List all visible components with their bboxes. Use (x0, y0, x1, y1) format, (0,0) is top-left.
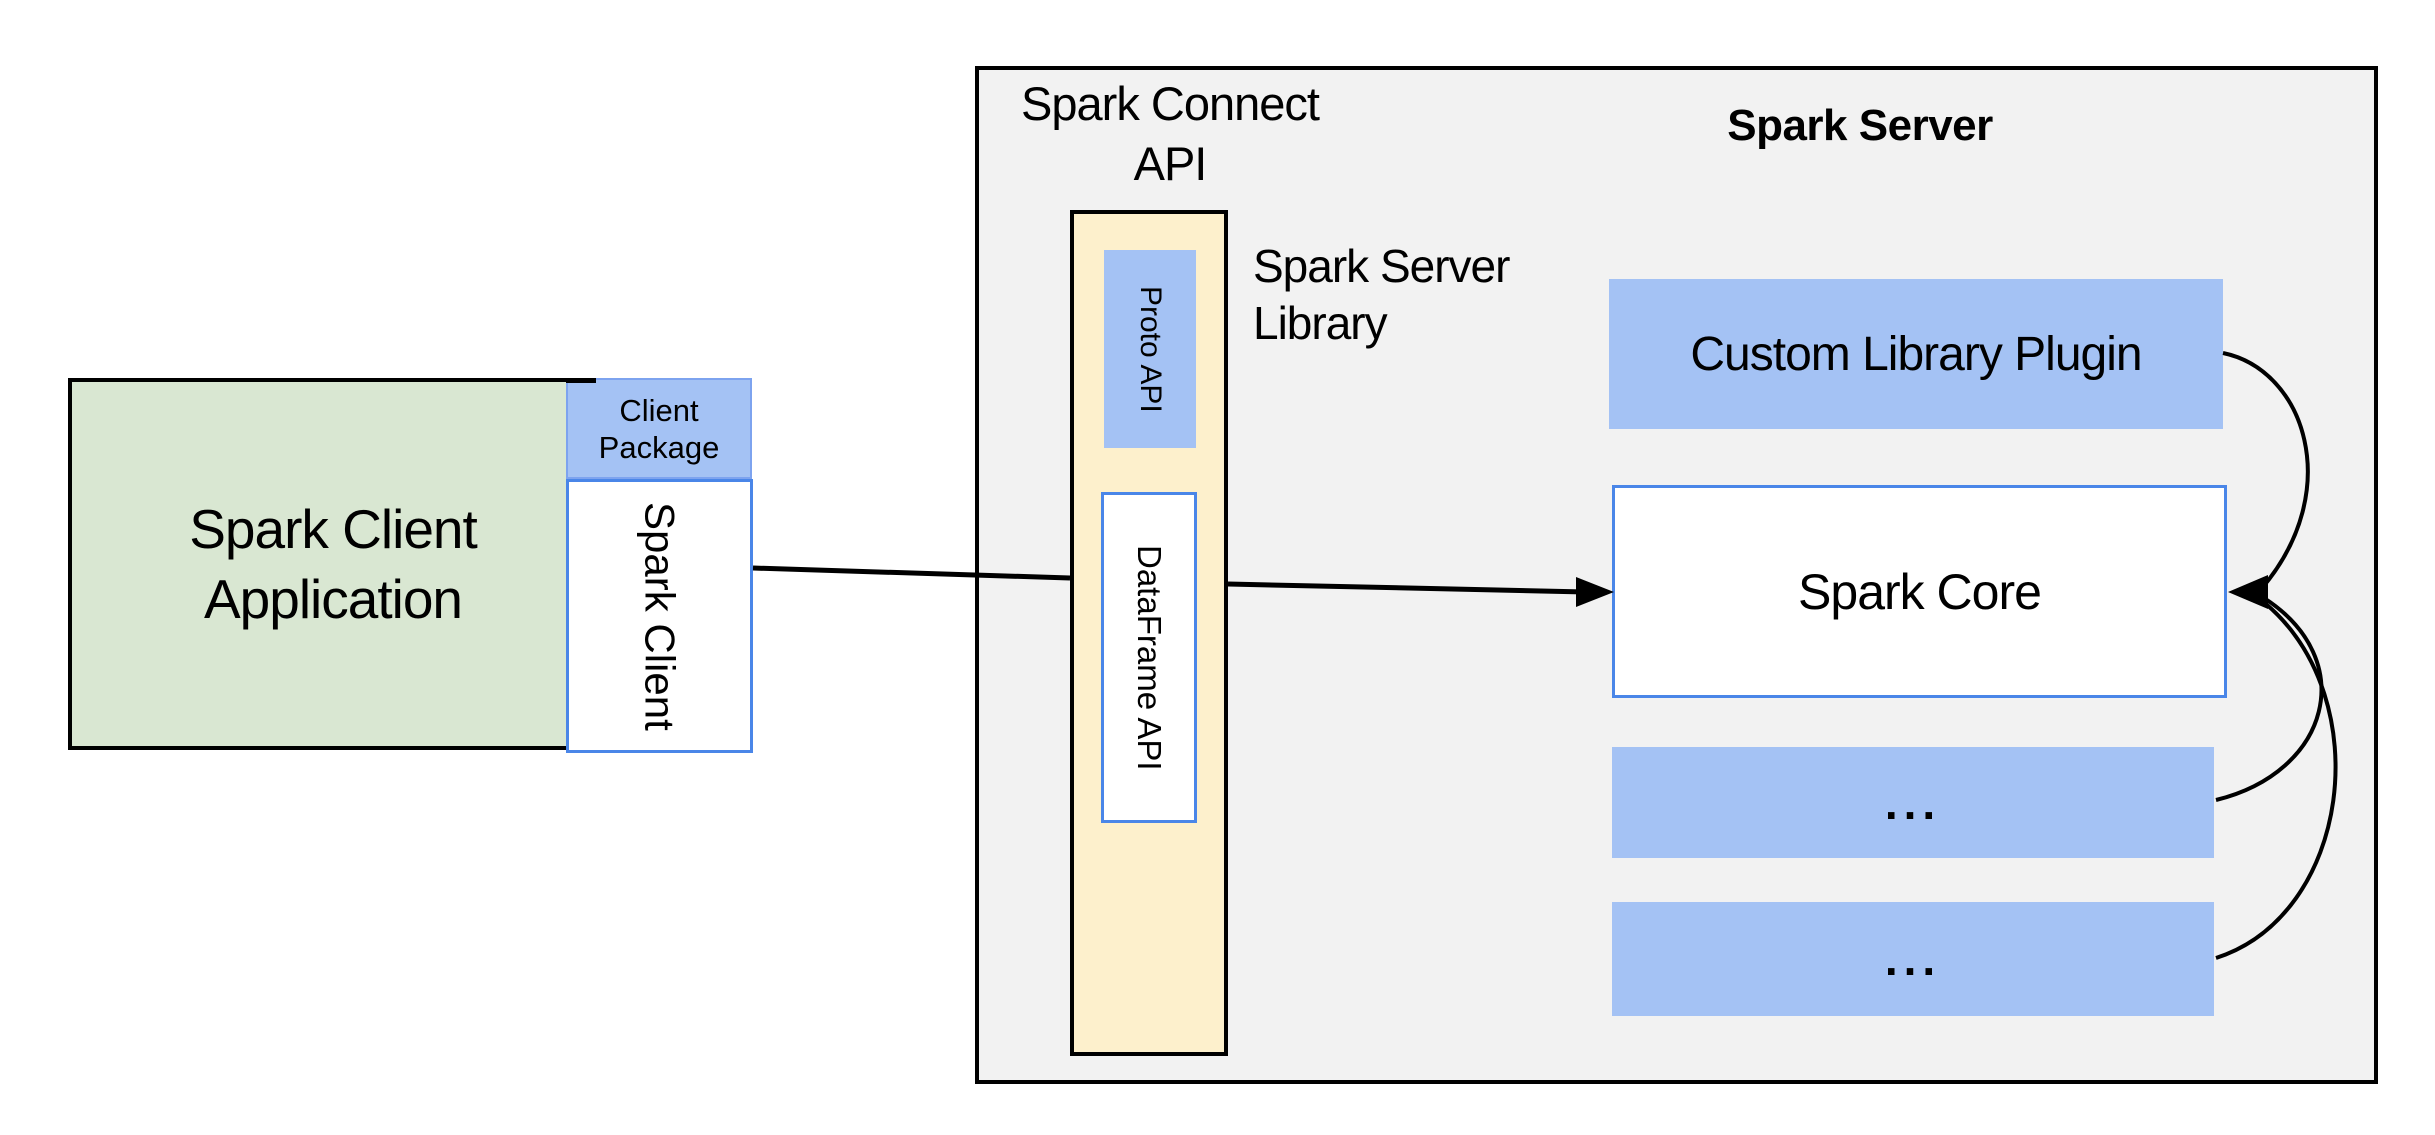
spark-client-box: Spark Client (566, 479, 753, 753)
dataframe-api-box: DataFrame API (1101, 492, 1197, 823)
other-plugin-box-2: ... (1612, 902, 2214, 1016)
spark-server-title: Spark Server (1727, 101, 1993, 150)
spark-core-label: Spark Core (1798, 563, 2042, 620)
client-package-box: Client Package (566, 378, 752, 479)
spark-core-box: Spark Core (1612, 485, 2227, 698)
spark-client-application-box: Spark Client Application (68, 378, 598, 750)
spark-server-library-label: Spark Server Library (1253, 240, 1510, 349)
green-box-border-overlap (566, 378, 596, 383)
other-plugin-box-1: ... (1612, 747, 2214, 858)
proto-api-box: Proto API (1104, 250, 1196, 448)
dataframe-api-label: DataFrame API (1131, 544, 1168, 771)
spark-connect-api-label: Spark Connect API (1021, 77, 1320, 190)
ellipsis-label-1: ... (1884, 776, 1942, 829)
ellipsis-label-2: ... (1884, 933, 1942, 985)
spark-client-label: Spark Client (636, 501, 684, 731)
client-package-label: Client Package (598, 392, 720, 465)
custom-library-plugin-box: Custom Library Plugin (1609, 279, 2223, 429)
proto-api-label: Proto API (1134, 285, 1167, 413)
spark-client-application-label: Spark Client Application (189, 498, 478, 630)
custom-library-plugin-label: Custom Library Plugin (1690, 327, 2142, 381)
